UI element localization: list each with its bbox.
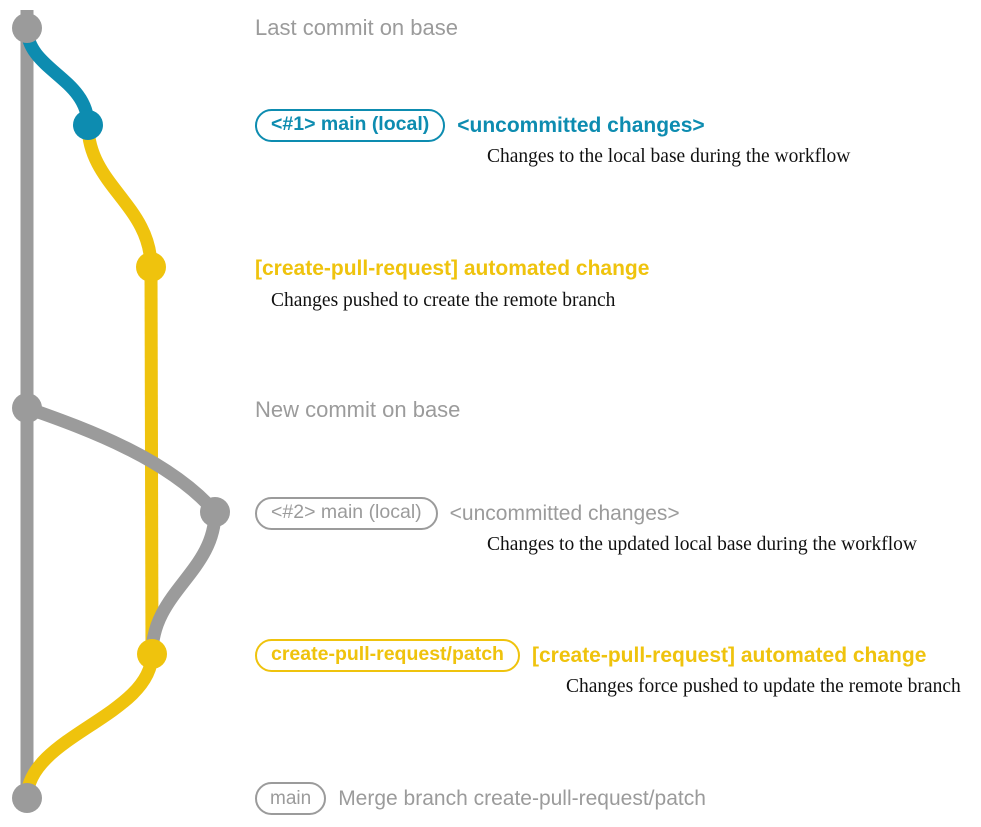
row-new-commit-on-base: New commit on base xyxy=(0,393,981,427)
headline-last-commit-on-base: Last commit on base xyxy=(255,15,458,40)
row-local-commit-2: <#2> main (local) <uncommitted changes> xyxy=(0,496,981,530)
commit-subject-local-1: <uncommitted changes> xyxy=(457,113,705,137)
node-local-commit-1[interactable] xyxy=(73,110,103,140)
row-local-commit-1: <#1> main (local) <uncommitted changes> xyxy=(0,108,981,142)
row-remote-commit-1: [create-pull-request] automated change xyxy=(0,251,981,285)
commit-subject-remote-1: [create-pull-request] automated change xyxy=(255,256,650,280)
ref-chip-create-pull-request-patch[interactable]: create-pull-request/patch xyxy=(255,638,520,672)
row-remote-commit-2: create-pull-request/patch [create-pull-r… xyxy=(0,638,981,672)
node-remote-commit-1[interactable] xyxy=(136,252,166,282)
edge-local2-to-remote2 xyxy=(145,505,222,661)
edge-remote2-to-merge xyxy=(20,647,159,805)
headline-new-commit-on-base: New commit on base xyxy=(255,397,461,422)
node-merge-commit[interactable] xyxy=(12,783,42,813)
row-last-commit-on-base: Last commit on base xyxy=(0,11,981,45)
ref-chip-local-main-1[interactable]: <#1> main (local) xyxy=(255,108,446,142)
commit-subject-remote-2: [create-pull-request] automated change xyxy=(531,643,927,667)
commit-note-remote-2: Changes force pushed to update the remot… xyxy=(566,676,961,697)
commit-subject-merge: Merge branch create-pull-request/patch xyxy=(338,786,706,810)
node-remote-commit-2[interactable] xyxy=(137,639,167,669)
node-local-commit-2[interactable] xyxy=(200,497,230,527)
commit-note-local-2: Changes to the updated local base during… xyxy=(487,534,917,555)
commit-note-local-1: Changes to the local base during the wor… xyxy=(487,146,851,167)
edge-base-to-local2 xyxy=(20,401,222,519)
node-base-new-commit[interactable] xyxy=(12,393,42,423)
commit-subject-local-2: <uncommitted changes> xyxy=(449,501,680,525)
ref-chip-local-main-2[interactable]: <#2> main (local) xyxy=(255,496,438,530)
commit-note-remote-1: Changes pushed to create the remote bran… xyxy=(271,290,616,311)
ref-chip-main[interactable]: main xyxy=(255,781,327,815)
row-merge-commit: main Merge branch create-pull-request/pa… xyxy=(0,781,981,815)
edge-local1-to-remote1 xyxy=(81,118,158,274)
node-base-head[interactable] xyxy=(12,13,42,43)
